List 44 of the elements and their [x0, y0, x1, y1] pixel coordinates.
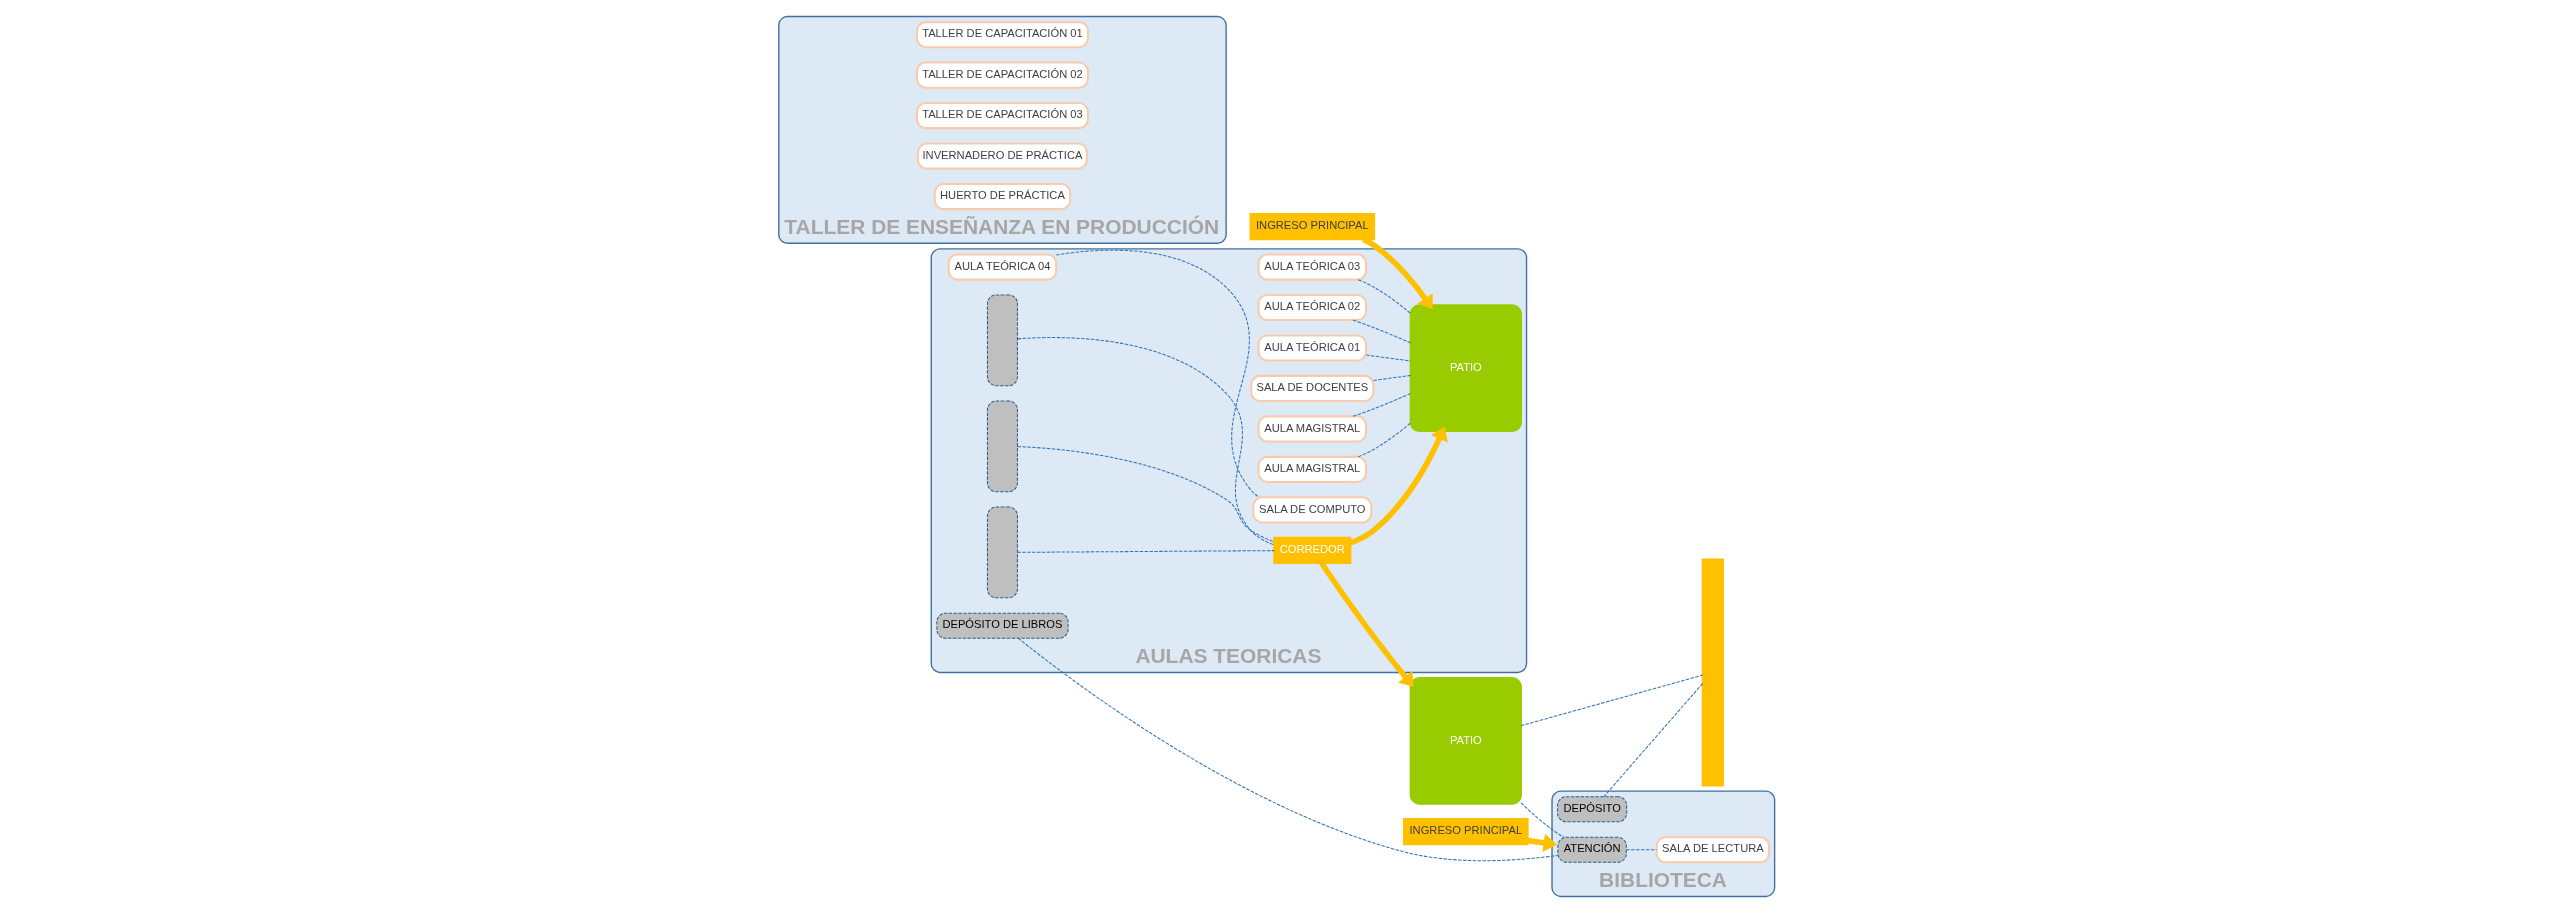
connector	[1017, 446, 1275, 543]
connector	[1357, 279, 1412, 314]
node-box: PATIO	[1409, 304, 1522, 433]
node-box: DEPÓSITO	[1557, 796, 1628, 823]
node-box: INVERNADERO DE PRÁCTICA	[916, 142, 1088, 170]
node-box: AULA TEÓRICA 03	[1257, 253, 1368, 281]
node-box: AULA MAGISTRAL	[1257, 455, 1368, 483]
node-box: AULA TEÓRICA 01	[1257, 334, 1368, 362]
node-box: SALA DE COMPUTO	[1252, 496, 1373, 524]
connector	[1017, 550, 1275, 553]
connector	[1352, 319, 1412, 344]
node-box: INGRESO PRINCIPAL	[1403, 818, 1529, 846]
node-box: SALA DE LECTURA	[1655, 836, 1771, 864]
node-box: TALLER DE CAPACITACIÓN 02	[915, 61, 1089, 89]
node-box: DEPÓSITO DE LIBROS	[936, 612, 1069, 639]
node-box: HUERTO DE PRÁCTICA	[933, 182, 1072, 211]
node-box: TALLER DE CAPACITACIÓN 01	[915, 21, 1089, 49]
connector	[1520, 674, 1704, 727]
node-box: PATIO	[1409, 677, 1522, 805]
node-bar	[986, 400, 1018, 493]
arrow	[1527, 833, 1557, 852]
connector	[1017, 637, 1559, 862]
arrow	[1349, 426, 1448, 546]
arrow	[1319, 561, 1414, 687]
node-bar	[986, 294, 1018, 387]
connector	[1520, 802, 1565, 838]
node-bar	[1701, 558, 1725, 787]
connector	[1357, 422, 1412, 458]
node-box: AULA TEÓRICA 02	[1257, 293, 1368, 322]
connector	[1373, 374, 1412, 381]
node-box: ATENCIÓN	[1557, 836, 1627, 863]
connector	[1352, 392, 1412, 417]
connector	[1055, 249, 1260, 498]
connector	[1017, 337, 1275, 546]
connector	[1603, 682, 1704, 798]
node-box: AULA TEÓRICA 04	[947, 253, 1058, 281]
connector	[1365, 354, 1412, 362]
node-box: INGRESO PRINCIPAL	[1249, 212, 1376, 241]
node-box: TALLER DE CAPACITACIÓN 03	[915, 102, 1089, 130]
node-box: CORREDOR	[1273, 536, 1352, 564]
node-bar	[986, 506, 1018, 599]
node-box: AULA MAGISTRAL	[1257, 415, 1368, 443]
connector	[1625, 849, 1658, 851]
node-box: SALA DE DOCENTES	[1250, 374, 1375, 403]
